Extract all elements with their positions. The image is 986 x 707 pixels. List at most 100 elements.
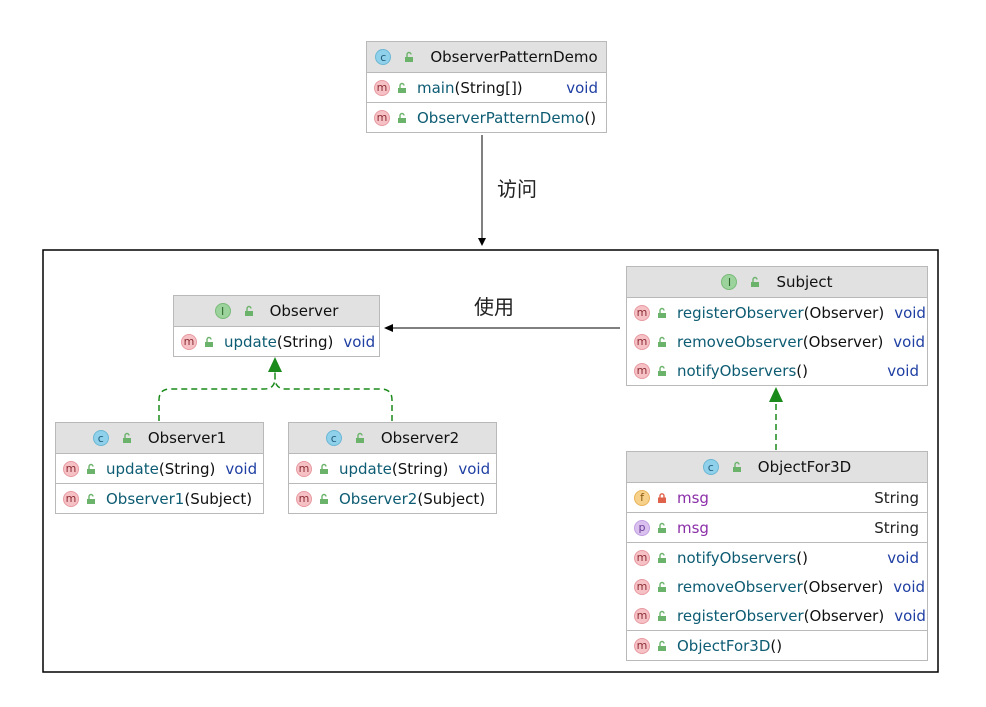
method-name: notifyObservers <box>677 361 797 380</box>
class-observer[interactable]: I Observer m update (String) void <box>173 295 380 357</box>
method-row[interactable]: m ObjectFor3D () <box>627 631 927 660</box>
public-visibility-icon <box>355 432 364 443</box>
method-row[interactable]: m registerObserver (Observer) void <box>627 298 927 327</box>
method-name: ObjectFor3D <box>677 636 771 655</box>
methods-section: m update (String) void <box>174 327 379 356</box>
method-params: () <box>796 361 808 380</box>
method-name: update <box>224 332 277 351</box>
public-visibility-icon <box>320 493 328 504</box>
method-name: removeObserver <box>677 577 803 596</box>
abstract-method-icon: m <box>181 333 197 350</box>
method-params: (String) <box>391 459 449 478</box>
class-subject[interactable]: I Subject m registerObserver (Observer) … <box>626 266 928 386</box>
method-row[interactable]: m notifyObservers () void <box>627 356 927 385</box>
public-visibility-icon <box>205 336 213 347</box>
method-name: Observer2 <box>339 489 418 508</box>
method-row[interactable]: m Observer1 (Subject) <box>56 484 263 513</box>
method-row[interactable]: m ObserverPatternDemo () <box>367 103 606 132</box>
return-type: void <box>893 332 926 351</box>
method-row[interactable]: m update (String) void <box>174 327 379 356</box>
class-name: ObserverPatternDemo <box>430 48 598 66</box>
public-visibility-icon <box>658 581 666 592</box>
method-name: registerObserver <box>677 606 804 625</box>
public-visibility-icon <box>320 463 328 474</box>
property-row[interactable]: p msg String <box>627 513 927 542</box>
package-frame <box>42 249 939 673</box>
public-visibility-icon <box>658 522 666 533</box>
method-name: main <box>417 78 455 97</box>
method-row[interactable]: m update (String) void <box>56 454 263 483</box>
return-type: void <box>566 78 598 97</box>
class-header: I Subject <box>627 267 927 298</box>
method-row[interactable]: m main (String[]) void <box>367 73 606 102</box>
observer1-realization-line <box>158 372 276 421</box>
method-params: () <box>584 108 597 127</box>
method-name: registerObserver <box>677 303 804 322</box>
method-row[interactable]: m update (String) void <box>289 454 496 483</box>
public-visibility-icon <box>244 305 253 316</box>
class-kind-icon: c <box>92 430 109 446</box>
method-params: (Subject) <box>417 489 486 508</box>
public-visibility-icon <box>658 640 666 651</box>
method-row[interactable]: m removeObserver (Observer) void <box>627 327 927 356</box>
method-row[interactable]: m Observer2 (Subject) <box>289 484 496 513</box>
method-icon: m <box>296 460 312 477</box>
constructors-section: m Observer2 (Subject) <box>289 484 496 513</box>
class-observer1[interactable]: c Observer1 m update (String) void m Obs… <box>55 422 264 514</box>
return-type: void <box>887 548 919 567</box>
class-name: ObjectFor3D <box>757 458 852 476</box>
methods-section: m main (String[]) void <box>367 73 606 103</box>
method-icon: m <box>374 109 390 126</box>
class-observer2[interactable]: c Observer2 m update (String) void m Obs… <box>288 422 497 514</box>
methods-section: m notifyObservers () void m removeObserv… <box>627 543 927 631</box>
public-visibility-icon <box>732 461 741 472</box>
method-icon: m <box>634 578 650 595</box>
method-params: (Observer) <box>802 332 884 351</box>
method-icon: m <box>296 490 312 507</box>
interface-kind-icon: I <box>721 274 738 290</box>
class-objectfor3d[interactable]: c ObjectFor3D f msg String p msg String … <box>626 451 928 661</box>
method-icon: m <box>634 637 650 654</box>
method-params: (Observer) <box>802 577 884 596</box>
public-visibility-icon <box>398 112 406 123</box>
method-name: Observer1 <box>106 489 185 508</box>
method-row[interactable]: m registerObserver (Observer) void <box>627 601 927 630</box>
field-row[interactable]: f msg String <box>627 483 927 512</box>
uses-edge-label: 使用 <box>474 295 514 319</box>
field-name: msg <box>677 488 709 507</box>
class-header: c Observer1 <box>56 423 263 454</box>
methods-section: m registerObserver (Observer) void m rem… <box>627 298 927 385</box>
abstract-method-icon: m <box>634 304 650 321</box>
class-observerpatterndemo[interactable]: c ObserverPatternDemo m main (String[]) … <box>366 41 607 133</box>
method-icon: m <box>634 607 650 624</box>
method-name: removeObserver <box>677 332 803 351</box>
public-visibility-icon <box>751 276 760 287</box>
property-type: String <box>874 518 919 537</box>
method-name: update <box>106 459 159 478</box>
return-type: void <box>458 459 491 478</box>
constructors-section: m ObjectFor3D () <box>627 631 927 660</box>
public-visibility-icon <box>405 51 414 62</box>
method-name: update <box>339 459 392 478</box>
public-visibility-icon <box>87 463 95 474</box>
public-visibility-icon <box>87 493 95 504</box>
return-type: void <box>894 303 926 322</box>
class-name: Observer2 <box>380 429 460 447</box>
method-icon: m <box>63 490 79 507</box>
public-visibility-icon <box>658 365 666 376</box>
method-icon: m <box>634 549 650 566</box>
abstract-method-icon: m <box>634 362 650 379</box>
class-name: Observer1 <box>147 429 227 447</box>
method-params: (String[]) <box>454 78 523 97</box>
method-params: (String) <box>158 459 216 478</box>
public-visibility-icon <box>658 307 666 318</box>
methods-section: m update (String) void <box>289 454 496 484</box>
method-row[interactable]: m removeObserver (Observer) void <box>627 572 927 601</box>
method-icon: m <box>63 460 79 477</box>
class-header: c ObjectFor3D <box>627 452 927 483</box>
class-header: c Observer2 <box>289 423 496 454</box>
method-row[interactable]: m notifyObservers () void <box>627 543 927 572</box>
return-type: void <box>887 361 919 380</box>
class-kind-icon: c <box>375 49 392 65</box>
